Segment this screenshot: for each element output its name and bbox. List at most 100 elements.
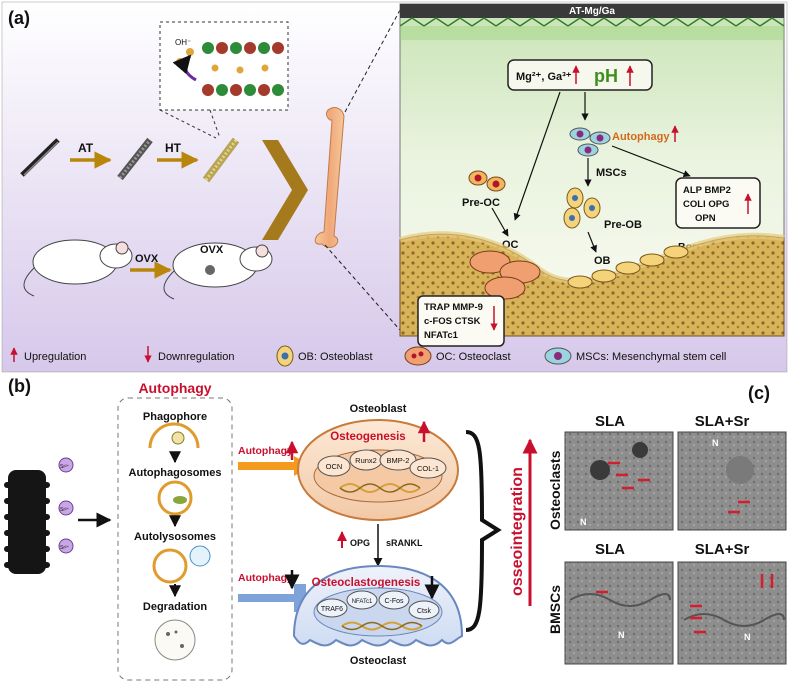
legend-mscs: MSCs: Mesenchymal stem cell — [576, 351, 726, 363]
osteoclast-cluster — [469, 250, 541, 300]
hydroxide-ion-label: OH⁻ — [175, 38, 191, 47]
gene-ctsk: Ctsk — [417, 608, 432, 615]
panel-b: (b) Sr²⁺ Sr²⁺ Sr²⁺ Autophagy Phagophore … — [4, 376, 538, 681]
gene-cfos: C-Fos — [384, 598, 404, 605]
lysosome-icon — [189, 545, 211, 567]
gene-col1: COL-1 — [417, 464, 439, 473]
mscs-label: MSCs — [596, 167, 627, 179]
osteoclast-icon — [404, 346, 432, 366]
panel-b-label: (b) — [8, 376, 31, 396]
gene-traf6: TRAF6 — [321, 606, 343, 613]
sr-ion-label-1: Sr²⁺ — [60, 464, 70, 470]
autophagy-pathway-box — [117, 397, 233, 681]
osteoblast-lining — [567, 245, 689, 289]
tem-bmsc-sla — [564, 561, 674, 665]
opg-label: OPG — [350, 538, 370, 548]
nucleus-label-2: N — [712, 438, 719, 448]
panel-a: (a) AT HT OH⁻ — [1, 1, 788, 373]
osseointegration-label: osseointegration — [509, 467, 526, 596]
ht-step-label: HT — [165, 141, 182, 155]
legend-oc: OC: Osteoclast — [436, 351, 511, 363]
ion-release-box — [507, 59, 653, 91]
col-sla-header-2: SLA — [595, 541, 625, 558]
ldh-nanosheet-layer — [399, 17, 785, 27]
osteoclastogenesis-label: Osteoclastogenesis — [312, 577, 421, 589]
convergence-bracket — [465, 430, 502, 632]
osteoclast-marker-1: TRAP MMP-9 — [424, 302, 483, 313]
panel-c: (c) SLA SLA+Sr Osteoclasts N N SLA SLA+S… — [547, 383, 787, 665]
implant-screw-icon — [4, 470, 50, 574]
col-sla-sr-header-2: SLA+Sr — [695, 541, 750, 558]
osteoclast-marker-2: c-FOS CTSK — [424, 316, 481, 327]
pre-osteoblast-cells — [563, 187, 601, 229]
sr-ion-label-3: Sr²⁺ — [60, 545, 70, 551]
femur-bone-icon — [314, 107, 345, 249]
panel-c-label: (c) — [748, 383, 770, 403]
mechanism-inset: AT-Mg/Ga Mg²⁺, Ga³⁺ pH MSCs Autophagy AL… — [399, 3, 785, 347]
nucleus-label-3: N — [618, 630, 625, 640]
pre-ob-label: Pre-OB — [604, 219, 642, 231]
tem-osteoclast-sla — [564, 431, 674, 531]
gene-bmp2: BMP-2 — [387, 456, 410, 465]
ldh-layer-top — [202, 42, 284, 54]
osteoclast-title: Osteoclast — [350, 655, 407, 667]
ovx-mouse-label: OVX — [200, 244, 224, 256]
nucleus-label-4: N — [744, 632, 751, 642]
ion-exchange-arrow — [172, 54, 197, 82]
autolysosome-icon — [152, 548, 188, 584]
srankl-label: sRANKL — [386, 538, 423, 548]
panel-a-label: (a) — [8, 8, 30, 28]
ovx-step-label: OVX — [135, 253, 159, 265]
phagophore-icon — [148, 422, 200, 449]
strontium-ion-icons — [58, 457, 74, 554]
degradation-icon — [154, 619, 196, 661]
legend-up: Upregulation — [24, 351, 86, 363]
autophagy-label: Autophagy — [612, 131, 670, 143]
osteoblast-title: Osteoblast — [350, 403, 407, 415]
chevron-right-icon — [262, 140, 308, 240]
gene-nfatc1: NFATc1 — [352, 599, 373, 605]
osteogenic-marker-3: OPN — [695, 213, 716, 224]
autophagy-title: Autophagy — [138, 380, 211, 396]
osteoclast-markers-box — [417, 295, 505, 347]
row-bmscs-header: BMSCs — [547, 585, 563, 634]
legend-down: Downregulation — [158, 351, 234, 363]
ph-label: pH — [594, 66, 618, 86]
raw-implant-rod — [20, 138, 60, 177]
col-sla-sr-header: SLA+Sr — [695, 413, 750, 430]
ion-release-label: Mg²⁺, Ga³⁺ — [516, 71, 572, 83]
stage-degradation: Degradation — [143, 601, 207, 613]
ob-label: OB — [594, 255, 611, 267]
osteogenic-marker-2: COLI OPG — [683, 199, 729, 210]
nucleus-label-1: N — [580, 517, 587, 527]
gene-ocn: OCN — [326, 462, 343, 471]
tem-bmsc-sla-sr — [677, 561, 787, 665]
autophagy-down-label: Autophagy — [238, 572, 293, 584]
ldh-layer-bottom — [202, 84, 284, 96]
osteogenesis-label: Osteogenesis — [330, 431, 405, 443]
stage-autolysosomes: Autolysosomes — [134, 531, 216, 543]
pre-osteoclast-cells — [468, 170, 506, 192]
msc-icon — [544, 347, 572, 365]
autophagy-up-label: Autophagy — [238, 445, 293, 457]
osteogenic-markers-box — [675, 177, 761, 229]
mouse-ovx — [163, 242, 273, 300]
gene-runx2: Runx2 — [355, 456, 377, 465]
legend: Upregulation Downregulation OB: Osteobla… — [10, 345, 726, 367]
col-sla-header: SLA — [595, 413, 625, 430]
ldh-structure-inset — [159, 21, 289, 111]
sr-ion-label-2: Sr²⁺ — [60, 507, 70, 513]
row-osteoclasts-header: Osteoclasts — [547, 450, 563, 530]
stage-phagophore: Phagophore — [143, 411, 207, 423]
msc-cluster — [569, 127, 611, 157]
osteoclast-marker-3: NFATc1 — [424, 330, 459, 341]
pre-oc-label: Pre-OC — [462, 197, 500, 209]
legend-ob: OB: Osteoblast — [298, 351, 373, 363]
stage-autophagosomes: Autophagosomes — [129, 467, 222, 479]
coating-title: AT-Mg/Ga — [569, 6, 615, 17]
osteoblast-icon — [276, 345, 294, 367]
mouse-control — [23, 239, 133, 297]
at-step-label: AT — [78, 141, 94, 155]
osteogenic-marker-1: ALP BMP2 — [683, 185, 731, 196]
